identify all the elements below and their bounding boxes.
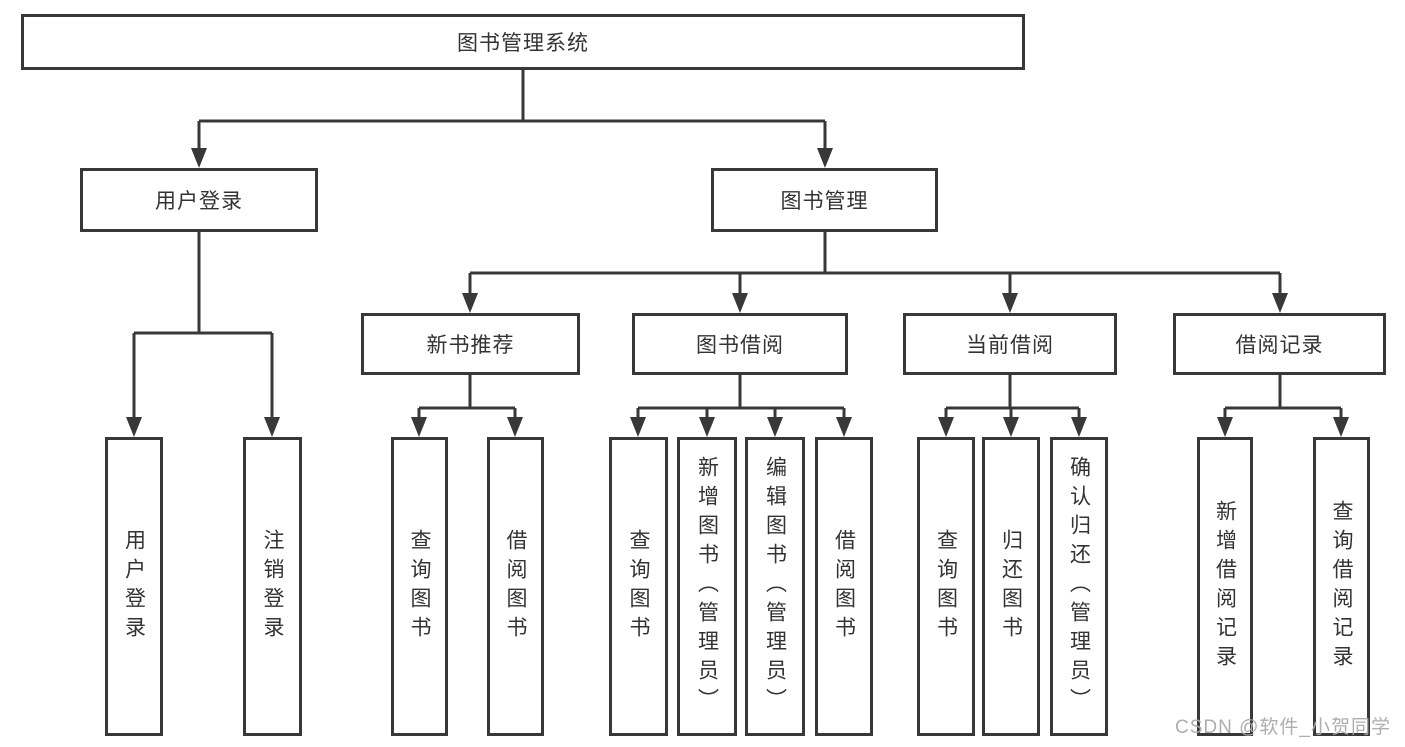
arrowhead-icon [411,417,427,437]
node-label-leaf-logout: 注销登录 [261,528,284,645]
arrowhead-icon [1333,417,1349,437]
node-root: 图书管理系统 [21,14,1025,70]
node-leaf-query-borrow-rec: 查询借阅记录 [1313,437,1370,736]
node-label-leaf-edit-book: 编辑图书（管理员） [763,456,787,717]
node-user-login: 用户登录 [80,168,318,232]
node-label-leaf-borrow-book-1: 借阅图书 [504,528,527,645]
node-label-borrow-records: 借阅记录 [1235,334,1324,357]
arrowhead-icon [1217,417,1233,437]
arrowhead-icon [767,417,783,437]
arrowhead-icon [1003,417,1019,437]
node-label-current-borrow: 当前借阅 [966,334,1054,357]
node-label-new-book-rec: 新书推荐 [426,334,515,357]
node-leaf-add-book: 新增图书（管理员） [677,437,737,736]
arrowhead-icon [1272,293,1288,313]
arrowhead-icon [191,148,207,168]
node-label-leaf-query-book-1: 查询图书 [408,528,431,645]
node-label-leaf-return-book: 归还图书 [999,528,1023,645]
node-leaf-borrow-book-2: 借阅图书 [815,437,873,736]
node-borrow-records: 借阅记录 [1173,313,1386,375]
node-label-leaf-add-book: 新增图书（管理员） [695,456,719,717]
node-leaf-query-book-2: 查询图书 [609,437,668,736]
node-leaf-query-book-3: 查询图书 [917,437,975,736]
node-label-user-login: 用户登录 [155,190,243,213]
arrowhead-icon [507,417,523,437]
arrowhead-icon [1002,293,1018,313]
node-book-borrow: 图书借阅 [632,313,848,375]
node-label-leaf-confirm-return: 确认归还（管理员） [1067,456,1091,717]
node-label-leaf-query-book-2: 查询图书 [627,528,650,645]
node-label-leaf-query-book-3: 查询图书 [934,528,958,645]
node-current-borrow: 当前借阅 [903,313,1117,375]
arrowhead-icon [938,417,954,437]
node-leaf-edit-book: 编辑图书（管理员） [745,437,805,736]
node-label-book-mgmt: 图书管理 [780,190,869,213]
arrowhead-icon [699,417,715,437]
node-leaf-return-book: 归还图书 [982,437,1040,736]
node-label-leaf-add-borrow-rec: 新增借阅记录 [1213,499,1237,674]
arrowhead-icon [836,417,852,437]
node-leaf-confirm-return: 确认归还（管理员） [1050,437,1108,736]
arrowhead-icon [126,417,142,437]
node-label-root: 图书管理系统 [457,32,589,55]
node-label-book-borrow: 图书借阅 [696,334,784,357]
arrowhead-icon [817,148,833,168]
node-label-leaf-borrow-book-2: 借阅图书 [832,528,856,645]
watermark: CSDN @软件_小贺同学 [1175,717,1391,738]
node-leaf-logout: 注销登录 [243,437,302,736]
node-leaf-borrow-book-1: 借阅图书 [487,437,544,736]
arrowhead-icon [732,293,748,313]
node-label-leaf-query-borrow-rec: 查询借阅记录 [1330,499,1353,674]
arrowhead-icon [630,417,646,437]
arrowhead-icon [462,293,478,313]
arrowhead-icon [264,417,280,437]
node-label-leaf-user-login: 用户登录 [122,528,146,645]
node-leaf-user-login: 用户登录 [105,437,163,736]
node-leaf-add-borrow-rec: 新增借阅记录 [1197,437,1253,736]
node-leaf-query-book-1: 查询图书 [391,437,448,736]
arrowhead-icon [1071,417,1087,437]
node-book-mgmt: 图书管理 [711,168,938,232]
node-new-book-rec: 新书推荐 [361,313,580,375]
